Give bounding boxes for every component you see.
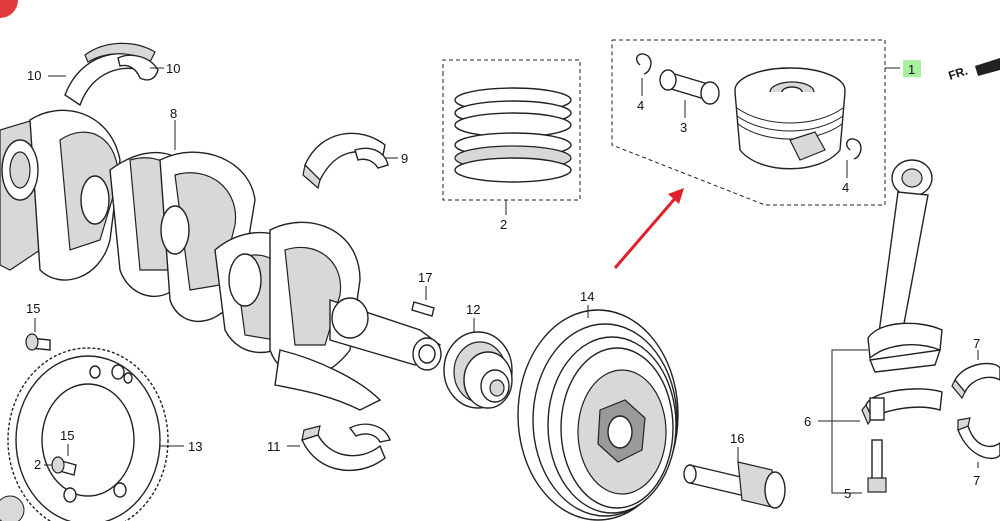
corner-badge [0,0,18,18]
woodruff-key [411,301,435,317]
svg-text:FR.: FR. [947,64,970,83]
piston-pin-clip-right [846,138,862,160]
label-7-bottom: 7 [973,473,980,488]
label-11: 11 [267,439,281,454]
main-bearing-10 [64,42,159,107]
label-15-lower: 15 [60,428,74,443]
connecting-rod-cap [861,388,943,426]
rod-bearing-upper [951,362,1000,400]
label-16: 16 [730,431,744,446]
piston-pin-clip-left [636,53,652,75]
label-15-top: 15 [26,301,40,316]
drive-plate-bolt-upper [25,333,51,351]
label-2: 2 [500,217,507,232]
connecting-rod-bolt [867,439,887,493]
crank-sprocket [443,331,513,409]
label-8: 8 [170,106,177,121]
label-4-right: 4 [842,180,849,195]
label-13: 13 [188,439,202,454]
connecting-rod [867,159,943,373]
red-pointer-arrow [613,188,684,269]
label-1-highlight [903,60,921,77]
rod-bearing-lower [957,417,1000,459]
label-10-left: 10 [27,68,41,83]
label-6: 6 [804,414,811,429]
piston [734,67,846,170]
label-2-bottom: 2 [34,457,41,472]
label-14: 14 [580,289,594,304]
label-1: 1 [908,62,915,77]
label-5: 5 [844,486,851,501]
label-10-right: 10 [166,61,180,76]
crankshaft [0,109,442,411]
label-4-left: 4 [637,98,644,113]
label-12: 12 [466,302,480,317]
front-direction-marker: FR. [947,58,1000,83]
drive-plate [7,347,169,521]
bearing-11 [301,423,391,471]
piston-kit-frame [611,39,900,206]
pulley-bolt [683,461,786,509]
piston-ring-set [442,59,581,201]
label-9: 9 [401,151,408,166]
piston-pin [659,69,720,105]
label-17: 17 [418,270,432,285]
label-3: 3 [680,120,687,135]
crankshaft-pulley [517,309,679,521]
bearing-9 [302,132,389,190]
bottom-left-badge [0,495,25,521]
label-7-top: 7 [973,336,980,351]
